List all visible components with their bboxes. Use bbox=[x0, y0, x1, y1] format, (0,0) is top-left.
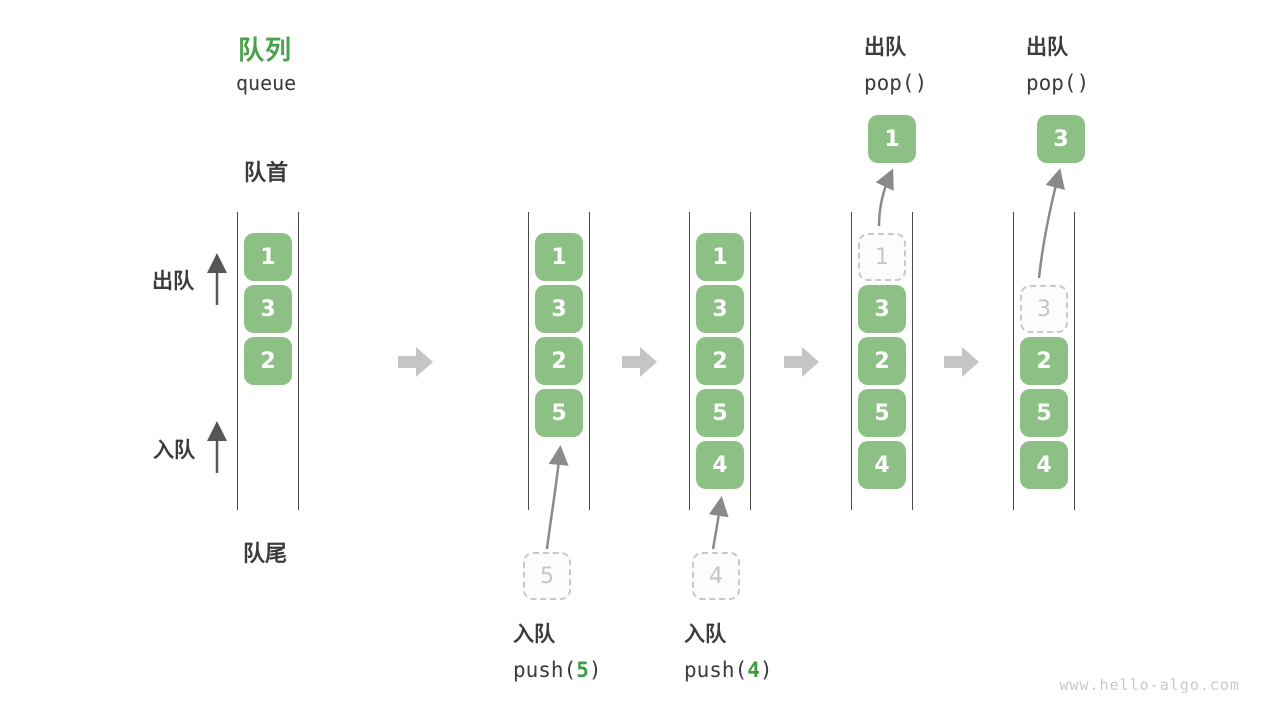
push-code: push(4) bbox=[684, 658, 773, 682]
push-code-post: ) bbox=[588, 658, 602, 682]
queue-item: 1 bbox=[696, 233, 744, 281]
pop-operation-caption: 出队 pop() bbox=[864, 31, 927, 95]
queue-item: 2 bbox=[696, 337, 744, 385]
queue-state-2-channel bbox=[528, 212, 590, 510]
pop-label-zh: 出队 bbox=[864, 36, 906, 59]
queue-front-label: 队首 bbox=[244, 160, 289, 185]
queue-item: 5 bbox=[858, 389, 906, 437]
pop-code: pop() bbox=[1026, 71, 1090, 95]
queue-item: 3 bbox=[244, 285, 292, 333]
queue-state-5-channel bbox=[1013, 212, 1075, 510]
enqueue-side-label: 入队 bbox=[153, 439, 195, 462]
dequeue-side-label: 出队 bbox=[152, 270, 194, 293]
queue-item: 1 bbox=[535, 233, 583, 281]
queue-state-4-channel bbox=[851, 212, 913, 510]
queue-state-3-channel bbox=[689, 212, 751, 510]
push-code-arg: 4 bbox=[747, 658, 760, 682]
push-label-zh: 入队 bbox=[513, 623, 555, 646]
popped-item: 1 bbox=[868, 115, 916, 163]
queue-item: 3 bbox=[858, 285, 906, 333]
queue-item: 2 bbox=[1020, 337, 1068, 385]
state-transition-arrow-icon bbox=[622, 347, 657, 377]
queue-item: 2 bbox=[244, 337, 292, 385]
push-operation-caption: 入队 push(4) bbox=[684, 618, 773, 682]
push-label-zh: 入队 bbox=[684, 623, 726, 646]
queue-item: 5 bbox=[696, 389, 744, 437]
queue-item: 2 bbox=[858, 337, 906, 385]
queue-item: 4 bbox=[1020, 441, 1068, 489]
push-code-pre: push( bbox=[513, 658, 577, 682]
pop-operation-caption: 出队 pop() bbox=[1026, 31, 1089, 95]
diagram-title-zh: 队列 bbox=[238, 35, 293, 65]
watermark: www.hello-algo.com bbox=[1059, 676, 1240, 694]
state-transition-arrow-icon bbox=[398, 347, 433, 377]
queue-rear-label: 队尾 bbox=[243, 541, 288, 566]
push-code-post: ) bbox=[759, 658, 773, 682]
diagram-title-en: queue bbox=[236, 71, 297, 95]
popped-item-ghost: 1 bbox=[858, 233, 906, 281]
queue-item: 1 bbox=[244, 233, 292, 281]
queue-item: 5 bbox=[1020, 389, 1068, 437]
state-transition-arrow-icon bbox=[944, 347, 979, 377]
popped-item: 3 bbox=[1037, 115, 1085, 163]
pending-item-ghost: 5 bbox=[523, 552, 571, 600]
pending-item-ghost: 4 bbox=[692, 552, 740, 600]
queue-item: 3 bbox=[696, 285, 744, 333]
queue-item: 3 bbox=[535, 285, 583, 333]
queue-state-1-channel bbox=[237, 212, 299, 510]
state-transition-arrow-icon bbox=[784, 347, 819, 377]
push-code: push(5) bbox=[513, 658, 602, 682]
push-operation-caption: 入队 push(5) bbox=[513, 618, 602, 682]
queue-item: 4 bbox=[858, 441, 906, 489]
push-code-pre: push( bbox=[684, 658, 748, 682]
queue-item: 4 bbox=[696, 441, 744, 489]
popped-item-ghost: 3 bbox=[1020, 285, 1068, 333]
queue-item: 2 bbox=[535, 337, 583, 385]
queue-item: 5 bbox=[535, 389, 583, 437]
pop-label-zh: 出队 bbox=[1026, 36, 1068, 59]
pop-code: pop() bbox=[864, 71, 928, 95]
push-code-arg: 5 bbox=[576, 658, 589, 682]
